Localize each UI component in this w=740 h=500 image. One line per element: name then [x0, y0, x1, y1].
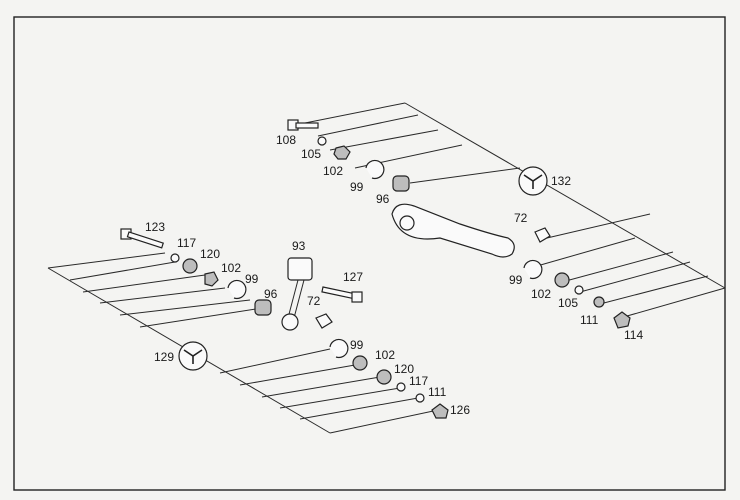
callout-108: 108 — [276, 133, 296, 147]
callout-126: 126 — [450, 403, 470, 417]
callout-117-lower: 117 — [409, 374, 428, 388]
callout-120-lower: 120 — [394, 362, 414, 376]
snap-ring-99-right — [523, 259, 543, 280]
left-assembly-plane — [47, 252, 439, 434]
washer-120 — [182, 258, 198, 274]
washer-117-lower — [396, 382, 406, 392]
callout-93: 93 — [292, 239, 306, 253]
callout-114: 114 — [624, 328, 643, 342]
callout-72: 72 — [514, 211, 528, 225]
clip-72 — [534, 227, 551, 243]
snap-ring-99 — [365, 159, 385, 180]
callout-111-right: 111 — [580, 313, 599, 327]
nut-102-right — [554, 272, 570, 288]
callout-99-right: 99 — [509, 273, 523, 287]
snap-ring-99-lower — [329, 338, 349, 359]
callout-102-left: 102 — [221, 261, 241, 275]
nut-114 — [613, 311, 631, 329]
callout-129: 129 — [154, 350, 174, 364]
link-arm — [391, 203, 515, 258]
callout-99: 99 — [350, 180, 364, 194]
callout-102-lower: 102 — [375, 348, 395, 362]
callout-99-lower: 99 — [350, 338, 364, 352]
right-assembly-plane — [299, 102, 726, 319]
washer-105-right — [574, 285, 584, 295]
callout-96: 96 — [376, 192, 390, 206]
bushing-96-left — [254, 299, 272, 316]
callout-132: 132 — [551, 174, 571, 188]
nut-102-left — [204, 271, 219, 287]
washer-105 — [317, 136, 327, 146]
callout-120: 120 — [200, 247, 220, 261]
washer-111-lower — [415, 393, 425, 403]
callout-102-right: 102 — [531, 287, 551, 301]
washer-111-right — [593, 296, 605, 308]
nut-102 — [333, 145, 351, 160]
link-arm-eye — [399, 215, 415, 231]
bushing-96 — [392, 175, 410, 192]
callout-111-lower: 111 — [428, 385, 447, 399]
callout-99-left: 99 — [245, 272, 259, 286]
stabilizer-link-93 — [281, 257, 313, 331]
frame-border — [13, 16, 726, 491]
nut-102-lower — [352, 355, 368, 371]
callout-105-right: 105 — [558, 296, 578, 310]
callout-117: 117 — [177, 236, 196, 250]
bolt-108 — [287, 119, 319, 131]
wrench-glyph-left — [183, 349, 203, 364]
nut-126 — [431, 403, 449, 419]
washer-117 — [170, 253, 180, 263]
callout-96-left: 96 — [264, 287, 278, 301]
callout-105: 105 — [301, 147, 321, 161]
snap-ring-99-left — [227, 279, 247, 300]
wrench-glyph — [523, 174, 543, 189]
callout-72-left: 72 — [307, 294, 321, 308]
callout-123: 123 — [145, 220, 165, 234]
callout-102: 102 — [323, 164, 343, 178]
bolt-127 — [321, 286, 363, 303]
washer-120-lower — [376, 369, 392, 385]
bolt-123 — [120, 228, 164, 249]
clip-72-left — [315, 313, 333, 329]
left-parts — [120, 228, 449, 419]
callout-127: 127 — [343, 270, 363, 284]
right-parts — [287, 119, 631, 329]
